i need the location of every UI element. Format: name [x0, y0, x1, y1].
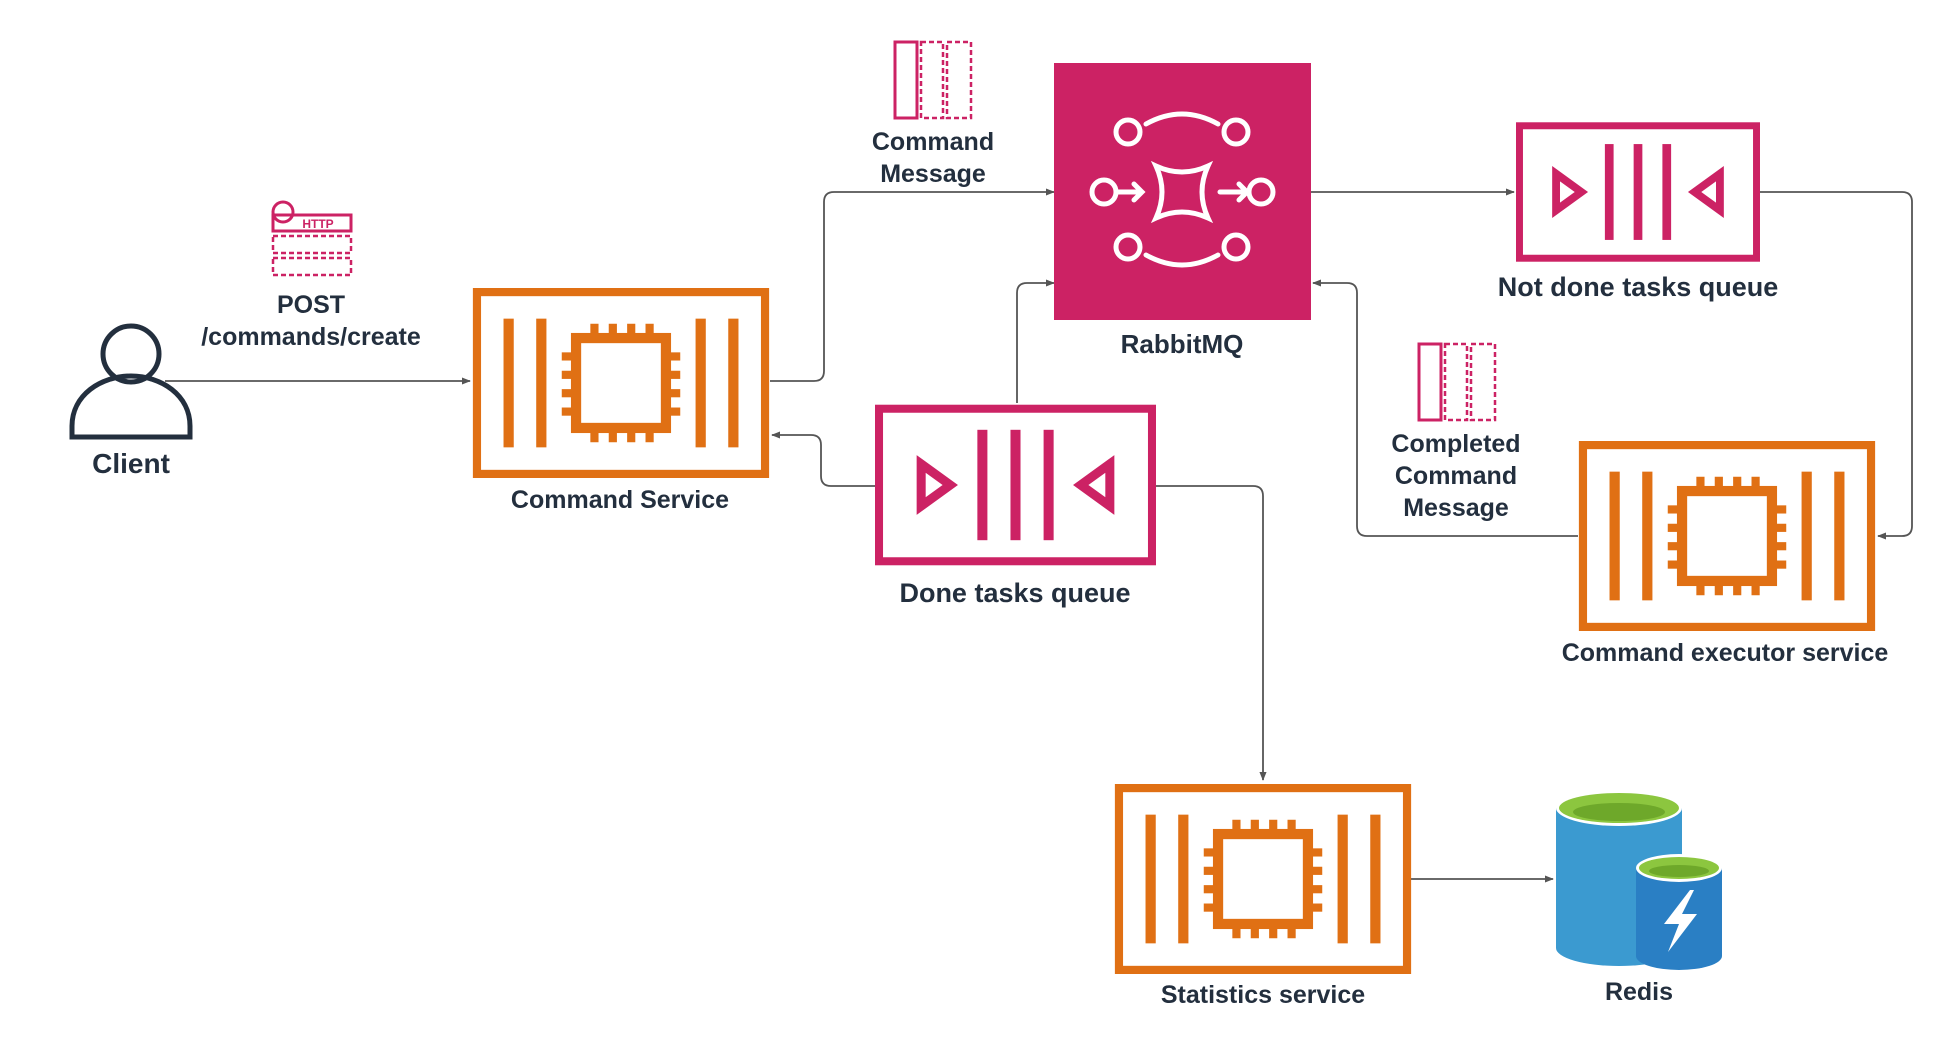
- not-done-queue-label: Not done tasks queue: [1498, 272, 1779, 302]
- http-path-label: /commands/create: [201, 323, 421, 351]
- compute-instance-icon: [1583, 445, 1871, 627]
- statistics-service-node: Statistics service: [1119, 788, 1407, 1009]
- redis-label: Redis: [1605, 978, 1673, 1006]
- done-queue-label: Done tasks queue: [899, 578, 1130, 608]
- command-message-line2: Message: [880, 160, 986, 188]
- arrow-not-done-queue-to-executor: [1760, 191, 1913, 540]
- arrow-done-queue-to-rabbitmq: [1016, 279, 1055, 403]
- arrow-command-service-to-rabbitmq: [770, 188, 1055, 382]
- statistics-service-label: Statistics service: [1161, 981, 1365, 1009]
- rabbitmq-node: RabbitMQ: [1054, 63, 1311, 359]
- arrow-executor-to-rabbitmq: [1312, 279, 1578, 537]
- redis-cache-icon: [1556, 790, 1722, 970]
- command-message-node: Command Message: [872, 40, 994, 188]
- done-queue-node: Done tasks queue: [879, 409, 1152, 608]
- queue-icon: [879, 409, 1152, 562]
- client-node: Client: [69, 323, 193, 479]
- command-service-label: Command Service: [511, 486, 729, 514]
- connectors: [165, 188, 1913, 883]
- http-method-label: POST: [277, 291, 345, 319]
- redis-node: Redis: [1556, 790, 1722, 1006]
- http-badge-label: HTTP: [302, 217, 333, 231]
- command-service-node: Command Service: [477, 292, 765, 514]
- message-icon: [893, 40, 973, 120]
- completed-message-node: Completed Command Message: [1391, 342, 1521, 522]
- completed-message-line3: Message: [1403, 494, 1509, 522]
- rabbitmq-label: RabbitMQ: [1121, 329, 1244, 359]
- executor-service-node: Command executor service: [1562, 445, 1889, 667]
- completed-message-line1: Completed: [1391, 430, 1520, 458]
- user-icon: [69, 323, 193, 440]
- not-done-queue-node: Not done tasks queue: [1498, 126, 1779, 302]
- message-icon: [1417, 342, 1497, 422]
- client-label: Client: [92, 448, 170, 479]
- executor-service-label: Command executor service: [1562, 639, 1889, 667]
- arrow-done-queue-to-statistics: [1156, 485, 1267, 781]
- message-broker-icon: [1054, 63, 1311, 320]
- queue-icon: [1519, 126, 1756, 258]
- compute-instance-icon: [1119, 788, 1407, 970]
- compute-instance-icon: [477, 292, 765, 474]
- command-message-line1: Command: [872, 128, 994, 156]
- http-request: HTTP POST /commands/create: [201, 200, 421, 351]
- completed-message-line2: Command: [1395, 462, 1517, 490]
- http-icon: HTTP: [271, 200, 353, 277]
- arrow-done-queue-to-command-service: [771, 431, 875, 487]
